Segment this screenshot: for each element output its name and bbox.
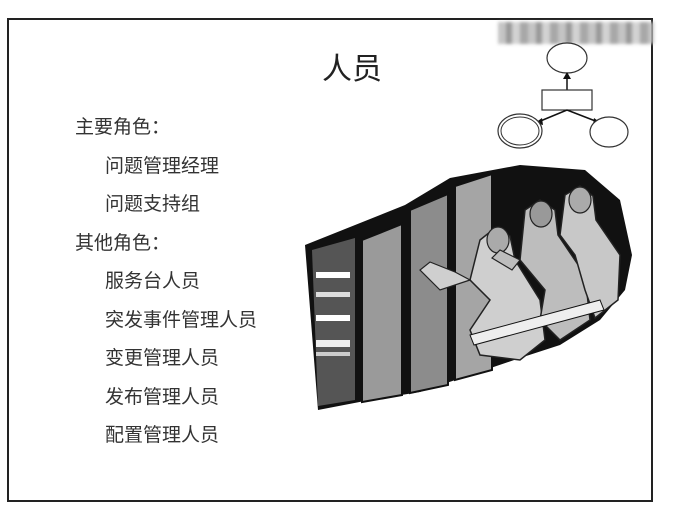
bullet-item: 问题支持组	[105, 193, 201, 215]
bullet-item: 变更管理人员	[105, 347, 220, 369]
bullet-list: 主要角色： 问题管理经理 问题支持组 其他角色： 服务台人员 突发事件管理人员 …	[75, 108, 257, 455]
bullet-item: 问题管理经理	[105, 154, 220, 177]
bullet-item: 配置管理人员	[105, 424, 220, 446]
bullet-item: 主要角色：	[75, 116, 171, 138]
bullet-item: 突发事件管理人员	[105, 308, 258, 331]
slide-title: 人员	[322, 52, 382, 87]
bullet-item: 其他角色：	[75, 231, 171, 254]
bullet-item: 服务台人员	[105, 270, 201, 292]
bullet-item: 发布管理人员	[105, 385, 220, 408]
blurred-header-text	[498, 22, 654, 44]
